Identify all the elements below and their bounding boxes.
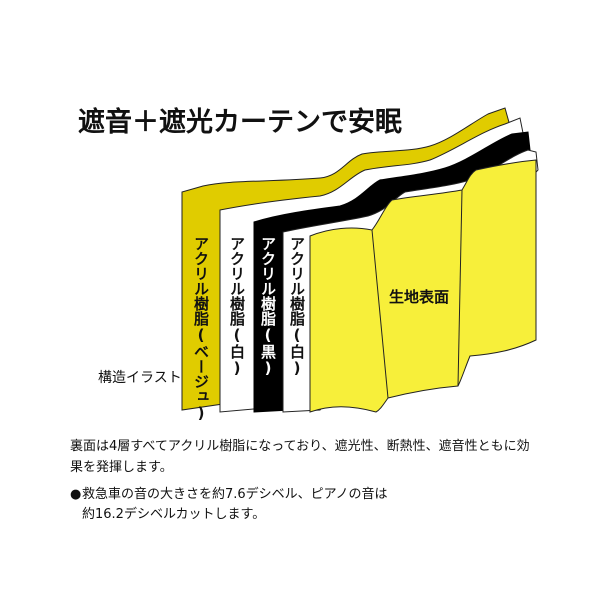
layer-label-white-1: アクリル樹脂(白) (228, 236, 246, 377)
bullet-mark: ● (70, 487, 82, 502)
bullet-note: ●救急車の音の大きさを約7.6デシベル、ピアノの音は 約16.2デシベルカットし… (70, 485, 540, 525)
layer-label-white-2: アクリル樹脂(白) (288, 236, 306, 377)
surface-label: 生地表面 (389, 288, 450, 306)
description-text: 裏面は4層すべてアクリル樹脂になっており、遮光性、断熱性、遮音性ともに効果を発揮… (70, 439, 530, 475)
diagram-caption: 構造イラスト (98, 370, 182, 386)
bullet-line-1: 救急車の音の大きさを約7.6デシベル、ピアノの音は (82, 487, 388, 502)
page-title: 遮音＋遮光カーテンで安眠 (78, 107, 402, 138)
layer-label-beige: アクリル樹脂(ベージュ) (192, 236, 210, 422)
bullet-line-2: 約16.2デシベルカットします。 (82, 507, 266, 522)
layer-surface (309, 159, 537, 413)
layer-label-black: アクリル樹脂(黒) (259, 236, 277, 377)
